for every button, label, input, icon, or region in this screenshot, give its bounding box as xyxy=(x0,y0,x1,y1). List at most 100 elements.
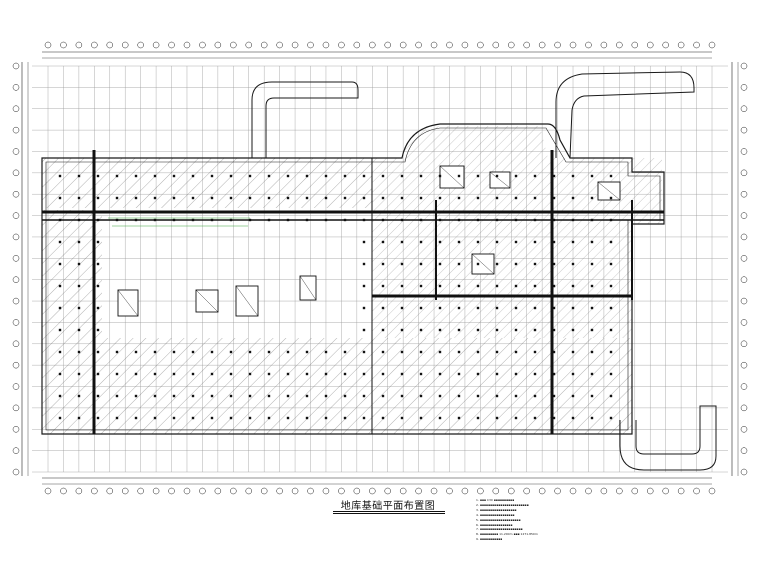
hatch-zone-right-mid xyxy=(372,224,632,338)
column-dot xyxy=(514,218,518,222)
column-dot xyxy=(438,350,442,354)
column-dot xyxy=(495,284,499,288)
axis-bubble-top xyxy=(230,41,237,49)
column-dot xyxy=(457,174,461,178)
column-dot xyxy=(153,350,157,354)
axis-bubble-top xyxy=(214,41,222,49)
column-dot xyxy=(210,416,214,420)
axis-bubble-bottom xyxy=(523,487,530,495)
column-dot xyxy=(96,174,100,178)
column-dot xyxy=(571,262,575,266)
axis-bubble-left xyxy=(12,447,20,454)
axis-bubble-top xyxy=(631,41,639,49)
column-dot xyxy=(381,306,385,310)
column-dot xyxy=(343,174,347,178)
column-dot xyxy=(115,174,119,178)
column-dot xyxy=(58,262,62,266)
column-dot xyxy=(381,284,385,288)
column-dot xyxy=(343,218,347,222)
column-dot xyxy=(153,174,157,178)
column-dot xyxy=(552,306,556,310)
column-dot xyxy=(267,350,271,354)
column-dot xyxy=(552,350,556,354)
column-dot xyxy=(77,262,81,266)
column-dot xyxy=(590,394,594,398)
axis-bubble-top xyxy=(137,41,144,49)
column-dot xyxy=(96,306,100,310)
drawing-title: 地库基础平面布置图 xyxy=(340,501,436,512)
axis-bubble-top xyxy=(369,41,376,49)
column-dot xyxy=(153,196,157,200)
column-dot xyxy=(495,416,499,420)
axis-bubble-right xyxy=(740,276,748,283)
column-dot xyxy=(58,174,62,178)
column-dot xyxy=(609,350,613,354)
column-dot xyxy=(476,284,480,288)
axis-bubble-bottom xyxy=(307,487,314,495)
column-dot xyxy=(590,350,594,354)
column-dot xyxy=(191,372,195,376)
stair-core-diagonal xyxy=(195,289,219,313)
column-dot xyxy=(381,350,385,354)
column-dot xyxy=(533,372,537,376)
column-dot xyxy=(438,416,442,420)
column-dot xyxy=(77,284,81,288)
column-dot xyxy=(267,416,271,420)
axis-bubble-bottom xyxy=(60,487,67,495)
axis-bubble-bottom xyxy=(399,487,407,495)
axis-bubble-bottom xyxy=(152,487,160,495)
note-line-9: 9. ▪▪▪▪▪▪▪▪▪▪▪ xyxy=(476,537,503,542)
axis-bubble-bottom xyxy=(322,487,330,495)
axis-bubble-top xyxy=(646,41,654,49)
column-dot xyxy=(305,174,309,178)
column-dot xyxy=(191,218,195,222)
axis-bubble-top xyxy=(291,41,299,49)
column-dot xyxy=(514,372,518,376)
column-dot xyxy=(77,306,81,310)
note-line-2: 2. ▪▪▪▪▪▪▪▪▪▪▪▪▪▪▪▪▪▪▪▪▪▪▪▪ xyxy=(476,502,529,507)
note-line-6: 6. ▪▪▪▪▪▪▪▪▪▪▪▪▪▪▪▪ xyxy=(476,522,513,527)
column-dot xyxy=(96,284,100,288)
axis-bubble-top xyxy=(384,41,391,49)
column-dot xyxy=(609,240,613,244)
axis-bubble-top xyxy=(168,41,175,49)
column-dot xyxy=(324,372,328,376)
column-dot xyxy=(552,240,556,244)
axis-bubble-top xyxy=(461,41,469,49)
column-dot xyxy=(533,306,537,310)
axis-bubble-top xyxy=(44,41,52,49)
column-dot xyxy=(571,372,575,376)
stair-core-diagonal xyxy=(299,275,317,301)
axis-bubble-left xyxy=(12,361,20,369)
column-dot xyxy=(381,174,385,178)
column-dot xyxy=(248,394,252,398)
column-dot xyxy=(115,416,119,420)
axis-bubble-top xyxy=(492,41,500,49)
axis-bubble-top xyxy=(430,41,438,49)
axis-bubble-bottom xyxy=(631,487,639,495)
stair-core-diagonal xyxy=(489,171,511,189)
column-dot xyxy=(419,372,423,376)
column-dot xyxy=(514,262,518,266)
column-dot xyxy=(96,240,100,244)
green-accent-lines xyxy=(108,217,250,227)
axis-bubble-right xyxy=(740,447,748,454)
column-dot xyxy=(495,174,499,178)
column-dot xyxy=(58,350,62,354)
axis-bubble-top xyxy=(569,41,577,49)
column-dot xyxy=(172,372,176,376)
column-dot xyxy=(191,174,195,178)
axis-bubble-right xyxy=(740,426,748,433)
axis-bubble-left xyxy=(12,105,20,112)
column-dot xyxy=(609,394,613,398)
note-line-7: 7. ▪▪▪▪▪▪▪▪▪▪▪▪▪▪▪▪▪▪▪▪▪ xyxy=(476,527,523,532)
column-dot xyxy=(476,306,480,310)
axis-bubble-bottom xyxy=(121,487,129,495)
column-dot xyxy=(495,262,499,266)
axis-bubble-left xyxy=(12,148,20,155)
column-dot xyxy=(552,284,556,288)
column-dot xyxy=(134,394,138,398)
column-dot xyxy=(229,218,233,222)
column-dot xyxy=(514,416,518,420)
column-dot xyxy=(115,218,119,222)
